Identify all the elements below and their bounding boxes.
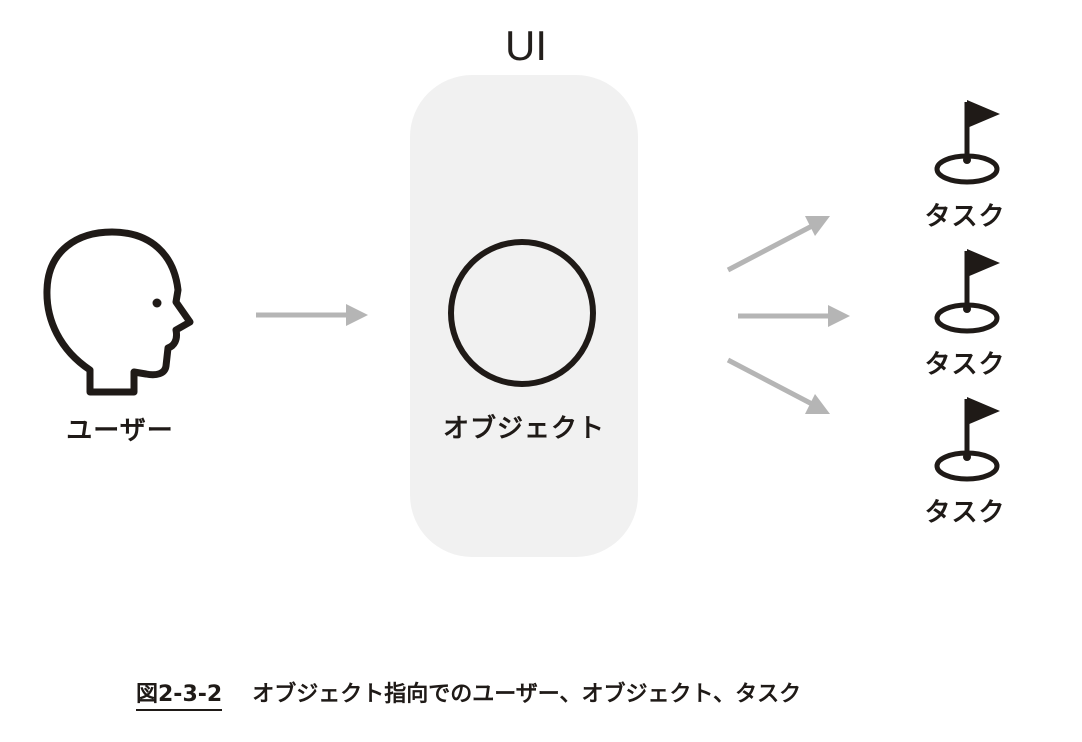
task-label: タスク — [924, 202, 1006, 232]
task-label: タスク — [924, 498, 1006, 528]
task-label: タスク — [924, 350, 1006, 380]
user-label: ユーザー — [66, 416, 174, 446]
figure-caption: 図2-3-2 オブジェクト指向でのユーザー、オブジェクト、タスク — [136, 676, 801, 711]
caption-text: オブジェクト指向でのユーザー、オブジェクト、タスク — [252, 682, 802, 707]
ui-title: UI — [505, 22, 547, 69]
object-circle — [448, 239, 596, 387]
caption-number: 図2-3-2 — [136, 676, 223, 711]
object-label: オブジェクト — [442, 414, 605, 444]
